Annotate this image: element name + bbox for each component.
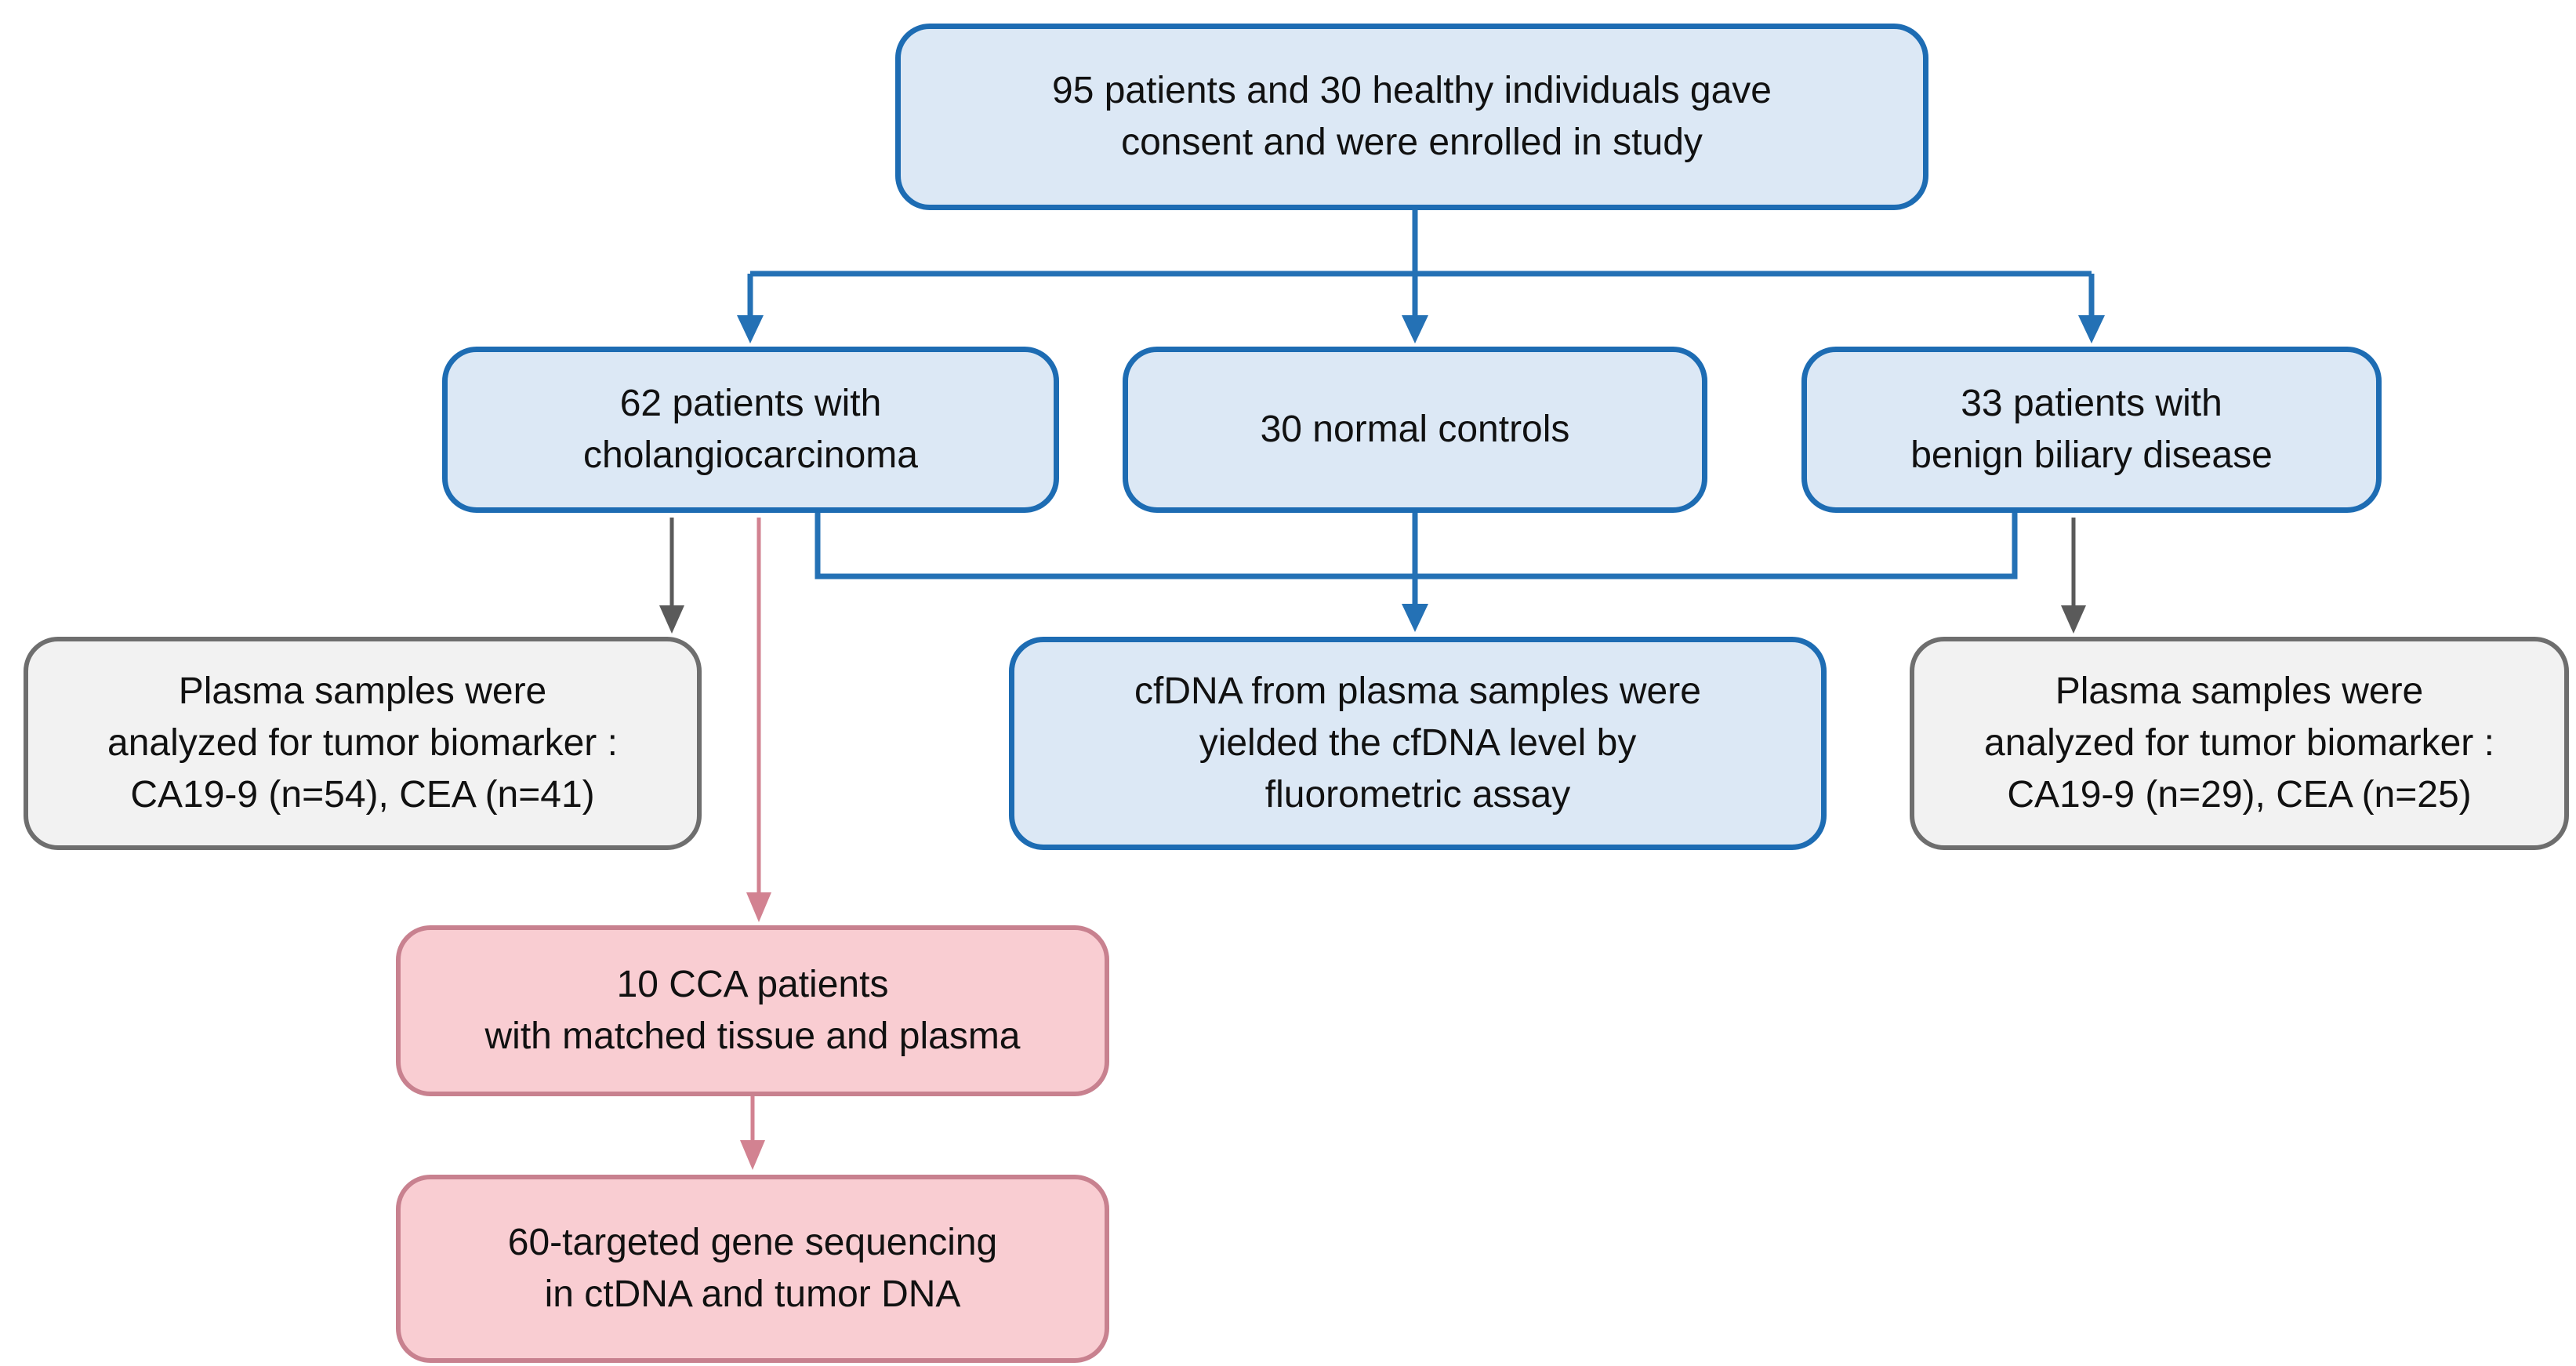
arrow-to-biomarker-right-icon xyxy=(2061,605,2086,634)
arrow-to-cca-icon xyxy=(737,315,764,343)
arrow-to-sequencing-icon xyxy=(740,1140,765,1170)
node-cfdna-assay: cfDNA from plasma samples were yielded t… xyxy=(1009,637,1827,850)
arrow-to-benign-icon xyxy=(2078,315,2105,343)
node-matched-text: with matched tissue and plasma xyxy=(484,1015,1021,1057)
node-cca-patients: 62 patients with cholangiocarcinoma xyxy=(442,347,1059,513)
arrow-to-biomarker-left-icon xyxy=(659,605,684,634)
node-cfdna-text: cfDNA from plasma samples were xyxy=(1134,670,1701,712)
node-benign-text: benign biliary disease xyxy=(1910,434,2273,476)
arrow-to-normal-icon xyxy=(1402,315,1428,343)
node-biomarker-left-text: Plasma samples were xyxy=(178,670,547,712)
node-benign-biliary: 33 patients with benign biliary disease xyxy=(1801,347,2382,513)
node-cfdna-text: yielded the cfDNA level by xyxy=(1199,721,1637,764)
arrow-to-matched-icon xyxy=(746,892,771,922)
node-matched-text: 10 CCA patients xyxy=(616,963,889,1005)
node-normal-text: 30 normal controls xyxy=(1260,408,1570,450)
node-biomarker-left-text: CA19-9 (n=54), CEA (n=41) xyxy=(130,774,595,816)
node-matched-tissue-plasma: 10 CCA patients with matched tissue and … xyxy=(396,925,1109,1096)
node-biomarker-right-text: analyzed for tumor biomarker : xyxy=(1984,721,2494,764)
node-enrolled: 95 patients and 30 healthy individuals g… xyxy=(895,24,1928,210)
node-biomarker-right: Plasma samples were analyzed for tumor b… xyxy=(1910,637,2569,850)
node-normal-controls: 30 normal controls xyxy=(1123,347,1707,513)
node-enrolled-text: 95 patients and 30 healthy individuals g… xyxy=(1052,69,1772,111)
node-cfdna-text: fluorometric assay xyxy=(1264,774,1571,816)
node-biomarker-left: Plasma samples were analyzed for tumor b… xyxy=(24,637,702,850)
node-enrolled-text: consent and were enrolled in study xyxy=(1121,122,1703,163)
node-cca-text: cholangiocarcinoma xyxy=(583,434,918,476)
node-biomarker-right-text: Plasma samples were xyxy=(2055,670,2424,712)
node-sequencing-text: 60-targeted gene sequencing xyxy=(507,1221,998,1263)
node-biomarker-right-text: CA19-9 (n=29), CEA (n=25) xyxy=(2007,774,2472,816)
arrow-to-cfdna-icon xyxy=(1402,604,1428,632)
node-gene-sequencing: 60-targeted gene sequencing in ctDNA and… xyxy=(396,1175,1109,1363)
node-sequencing-text: in ctDNA and tumor DNA xyxy=(544,1273,961,1315)
node-benign-text: 33 patients with xyxy=(1961,382,2222,424)
node-cca-text: 62 patients with xyxy=(619,382,882,424)
node-biomarker-left-text: analyzed for tumor biomarker : xyxy=(107,721,618,764)
